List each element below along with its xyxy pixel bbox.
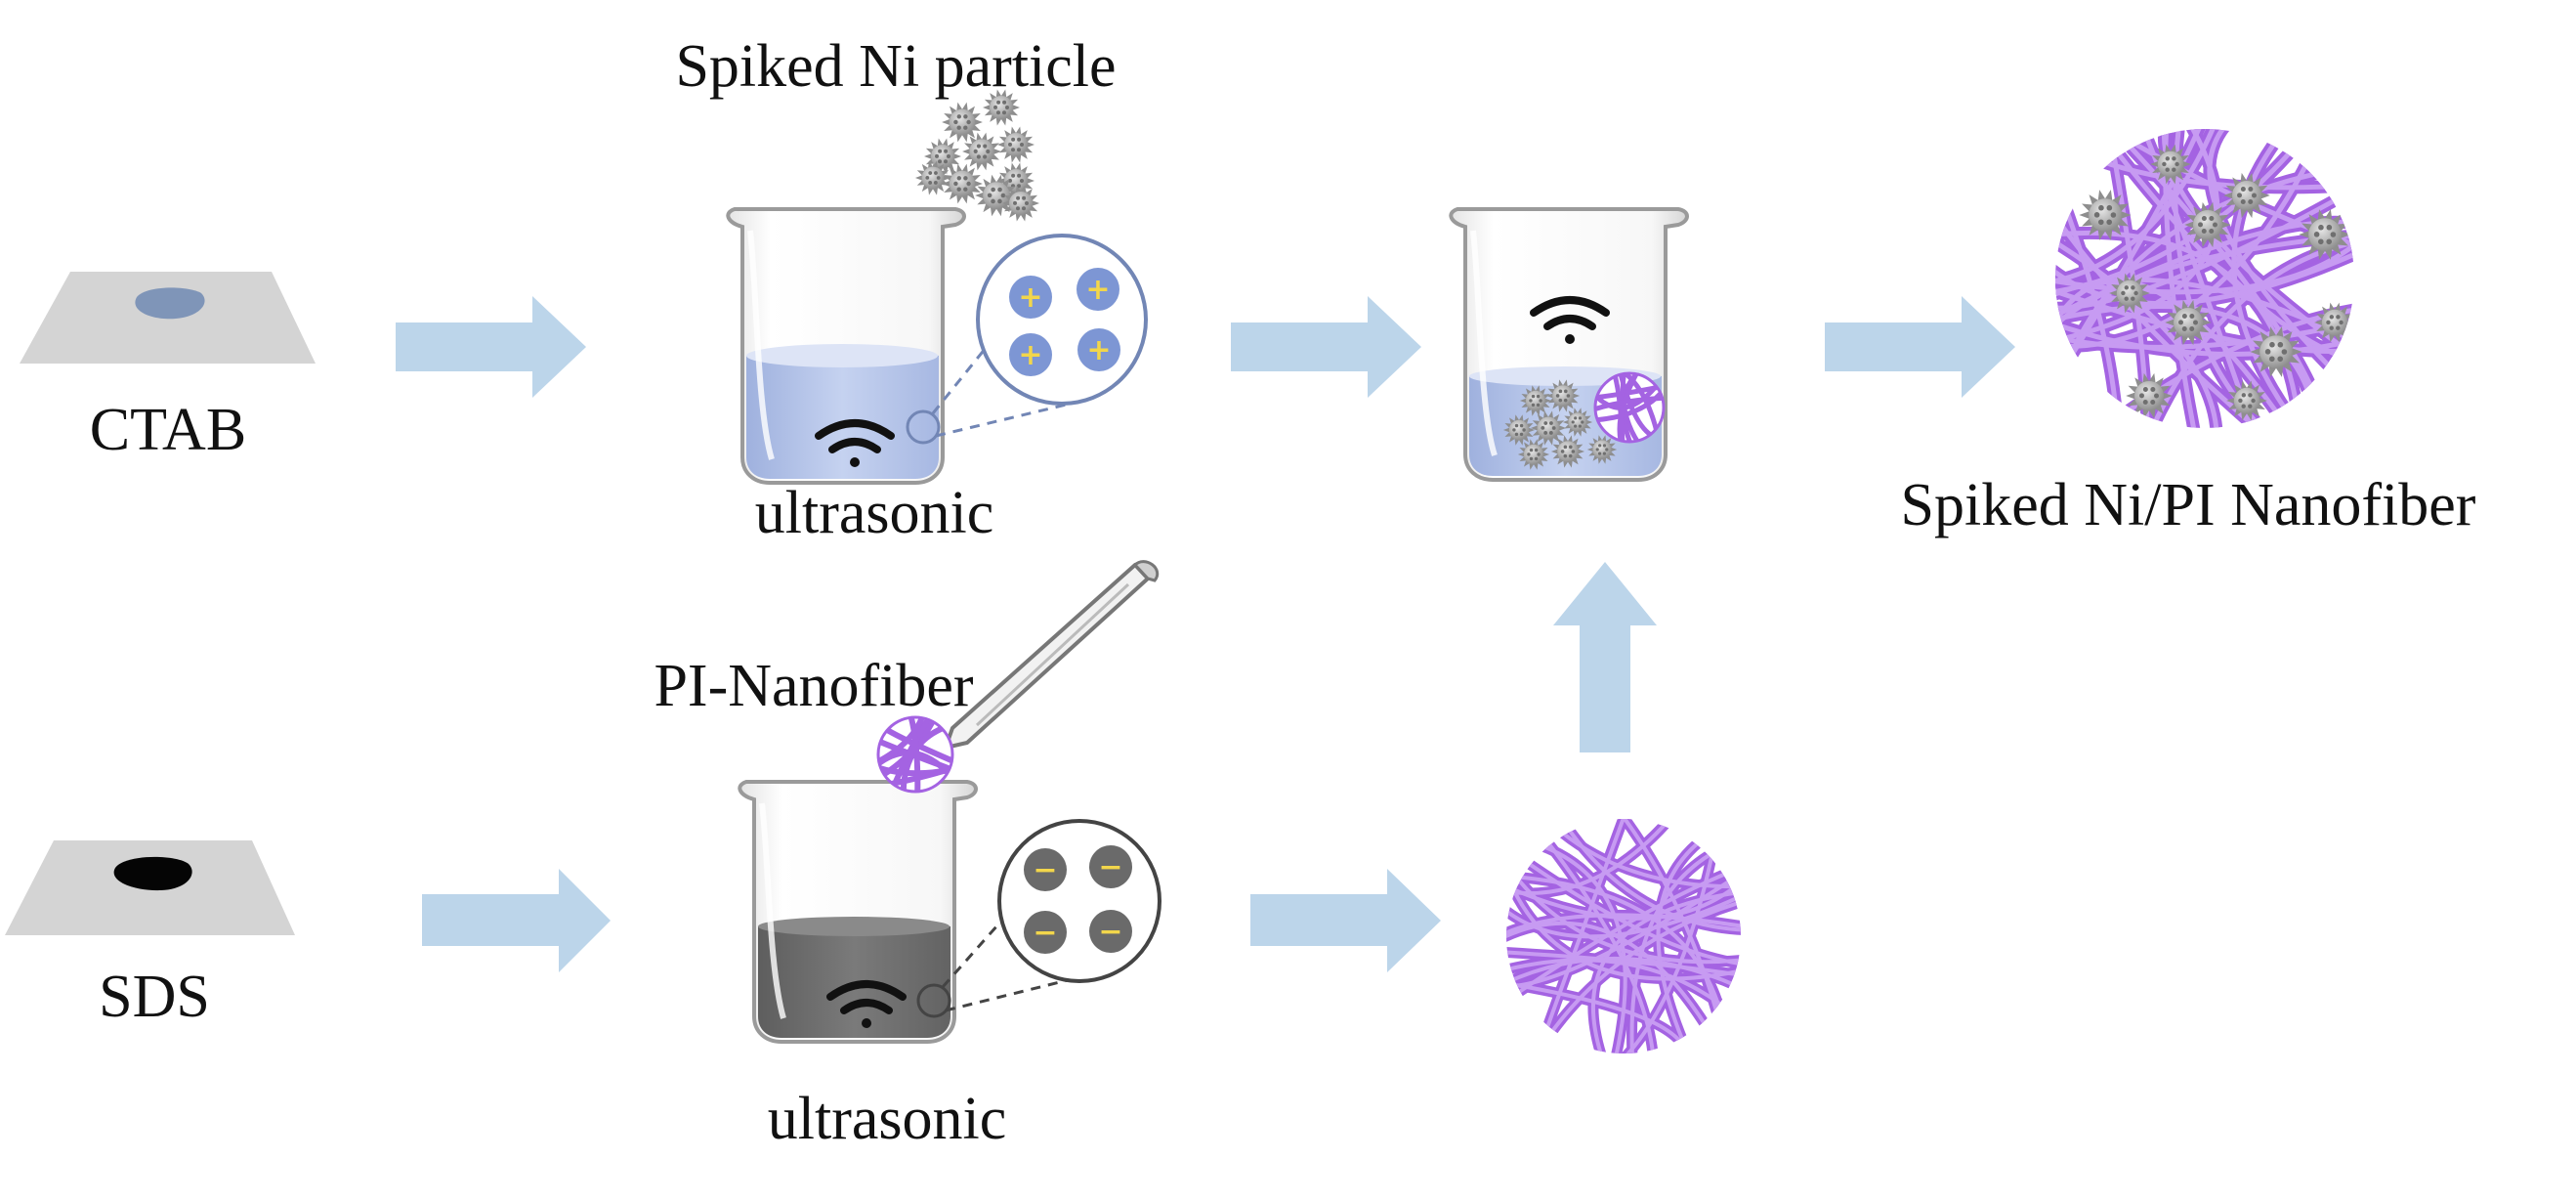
ctab-droplet	[135, 287, 205, 320]
negative-charge: −	[1098, 850, 1122, 884]
sds-substrate	[5, 840, 295, 935]
positive-charge: +	[1085, 273, 1110, 307]
ni-particle-icon	[1502, 379, 1618, 470]
positive-charge: +	[1018, 280, 1042, 315]
label-pi-nanofiber: PI-Nanofiber	[654, 653, 973, 719]
mixing-beaker	[1449, 207, 1689, 482]
wifi-icon	[826, 980, 907, 1028]
sds-zoom-circle: − − − −	[997, 819, 1161, 983]
arrow-fiber-up-to-mix	[1553, 562, 1657, 752]
ctab-substrate	[20, 272, 316, 364]
label-spiked-ni-particle: Spiked Ni particle	[675, 33, 1116, 100]
negative-charge: −	[1033, 853, 1057, 887]
sds-beaker	[738, 780, 1080, 1044]
product-circle	[2055, 129, 2354, 428]
arrow-ctab-to-beaker	[396, 296, 586, 398]
spiked-ni-particles	[914, 89, 1039, 222]
label-sds: SDS	[99, 964, 210, 1030]
zoom-point	[916, 983, 951, 1018]
negative-charge: −	[1098, 915, 1122, 949]
arrow-sds-beaker-to-fiber	[1250, 869, 1441, 972]
positive-charge: +	[1018, 338, 1042, 372]
ctab-beaker	[726, 207, 1076, 485]
arrow-sds-to-beaker	[422, 869, 611, 972]
negative-charge: −	[1033, 916, 1057, 950]
zoom-point	[906, 409, 941, 445]
wifi-icon	[815, 419, 895, 467]
label-ultrasonic-top: ultrasonic	[755, 480, 994, 546]
label-ultrasonic-bottom: ultrasonic	[768, 1086, 1007, 1152]
positive-charge: +	[1086, 333, 1111, 367]
arrow-ctab-beaker-to-mix	[1231, 296, 1421, 398]
nanofiber-icon	[1593, 371, 1666, 444]
pi-nanofiber-circle	[1506, 819, 1741, 1053]
pipette-icon	[944, 560, 1159, 750]
wifi-icon	[1530, 296, 1610, 344]
label-ctab: CTAB	[90, 397, 246, 463]
label-product: Spiked Ni/PI Nanofiber	[1901, 472, 2476, 538]
ctab-zoom-circle: + + + +	[976, 234, 1148, 406]
sds-droplet	[113, 856, 192, 891]
arrow-mix-to-product	[1825, 296, 2015, 398]
